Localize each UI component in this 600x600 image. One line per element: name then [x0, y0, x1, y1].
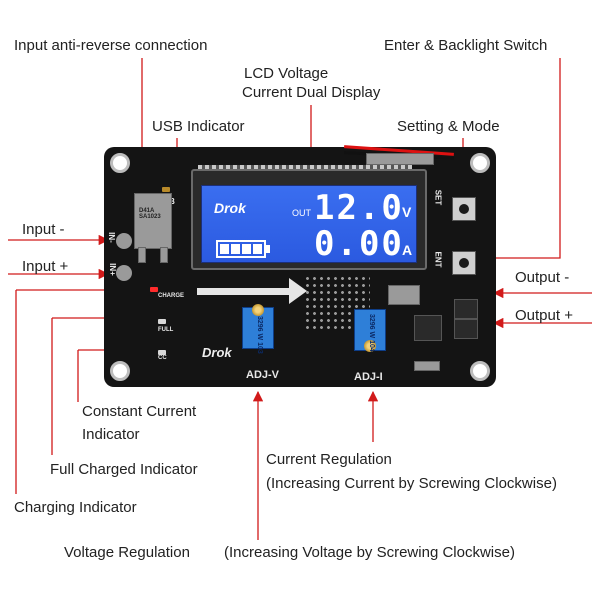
battery-cell	[220, 244, 229, 254]
input-minus-pad	[116, 233, 132, 249]
label-lcd-line2: Current Dual Display	[242, 84, 381, 101]
battery-cell	[242, 244, 251, 254]
label-input-minus: Input -	[22, 221, 65, 238]
label-usb-indicator: USB Indicator	[152, 118, 245, 135]
current-pot-screw[interactable]	[364, 340, 376, 352]
silk-cc: CC	[158, 355, 167, 361]
connector-header	[366, 153, 434, 165]
ent-button[interactable]	[452, 251, 476, 275]
chip-text: D41A SA1023	[139, 208, 161, 220]
label-voltage-reg-desc: (Increasing Voltage by Screwing Clockwis…	[224, 544, 515, 561]
label-output-plus: Output +	[515, 307, 573, 324]
full-led	[158, 319, 166, 324]
silk-adj-v: ADJ-V	[246, 369, 280, 381]
set-button[interactable]	[452, 197, 476, 221]
output-plus-terminal	[454, 319, 478, 339]
lcd-screen: Drok OUT 12.0 V 0.00 A	[201, 185, 417, 264]
voltage-pot[interactable]: 3296 W 103	[242, 304, 274, 354]
charging-led	[150, 287, 158, 292]
board-brand: Drok	[202, 345, 232, 360]
flow-arrow	[197, 288, 289, 295]
label-charging: Charging Indicator	[14, 499, 137, 516]
output-minus-terminal	[454, 299, 478, 319]
label-cc-line1: Constant Current	[82, 403, 197, 420]
silk-in-minus: IN-	[106, 232, 116, 243]
label-lcd-line1: LCD Voltage	[244, 65, 329, 82]
silk-adj-i: ADJ-I	[354, 371, 383, 383]
resistor	[414, 361, 440, 371]
ent-button-cap[interactable]	[459, 258, 469, 268]
label-full-charged: Full Charged Indicator	[50, 461, 198, 478]
label-current-reg-line2: (Increasing Current by Screwing Clockwis…	[266, 475, 557, 492]
label-enter-backlight: Enter & Backlight Switch	[384, 37, 548, 54]
input-plus-pad	[116, 265, 132, 281]
voltage-pot-screw[interactable]	[252, 304, 264, 316]
label-output-minus: Output -	[515, 269, 570, 286]
mount-hole	[110, 153, 130, 173]
label-input-anti-reverse: Input anti-reverse connection	[14, 37, 208, 54]
lcd-out-label: OUT	[292, 208, 311, 218]
set-button-cap[interactable]	[459, 204, 469, 214]
label-current-reg-line1: Current Regulation	[266, 451, 392, 468]
lcd-voltage-unit: V	[402, 204, 412, 220]
chip-leg	[160, 247, 168, 263]
lcd-current-value: 0.00	[314, 224, 404, 264]
chip-leg	[138, 247, 146, 263]
lcd-frame: Drok OUT 12.0 V 0.00 A	[191, 169, 427, 270]
cc-led	[158, 350, 166, 355]
ic-chip	[414, 315, 442, 341]
silk-set: SET	[433, 189, 443, 206]
silk-charge: CHARGE	[158, 293, 185, 299]
mount-hole	[110, 361, 130, 381]
regulator-chip: D41A SA1023	[134, 193, 172, 249]
label-cc-line2: Indicator	[82, 426, 140, 443]
mount-hole	[470, 153, 490, 173]
pcb-board: Drok OUT 12.0 V 0.00 A USB D41A SA1023 I…	[104, 145, 496, 387]
flow-arrow-head	[289, 278, 307, 304]
label-input-plus: Input +	[22, 258, 69, 275]
battery-cell	[231, 244, 240, 254]
lcd-brand: Drok	[214, 200, 246, 216]
battery-icon	[216, 240, 266, 258]
mount-hole	[470, 361, 490, 381]
battery-cell	[253, 244, 262, 254]
pot-text: 3296 W 104	[368, 314, 375, 352]
inductor	[388, 285, 420, 305]
line-enter-backlight	[483, 58, 561, 264]
pot-text: 3296 W 103	[256, 316, 263, 354]
label-setting-mode: Setting & Mode	[397, 118, 500, 135]
current-pot[interactable]: 3296 W 104	[354, 309, 386, 352]
silk-ent: ENT	[433, 251, 443, 268]
label-voltage-reg: Voltage Regulation	[64, 544, 190, 561]
lcd-voltage-value: 12.0	[314, 188, 404, 228]
usb-indicator-led	[162, 187, 170, 192]
lcd-current-unit: A	[402, 242, 413, 258]
silk-full: FULL	[158, 327, 174, 333]
battery-tip	[266, 245, 270, 253]
